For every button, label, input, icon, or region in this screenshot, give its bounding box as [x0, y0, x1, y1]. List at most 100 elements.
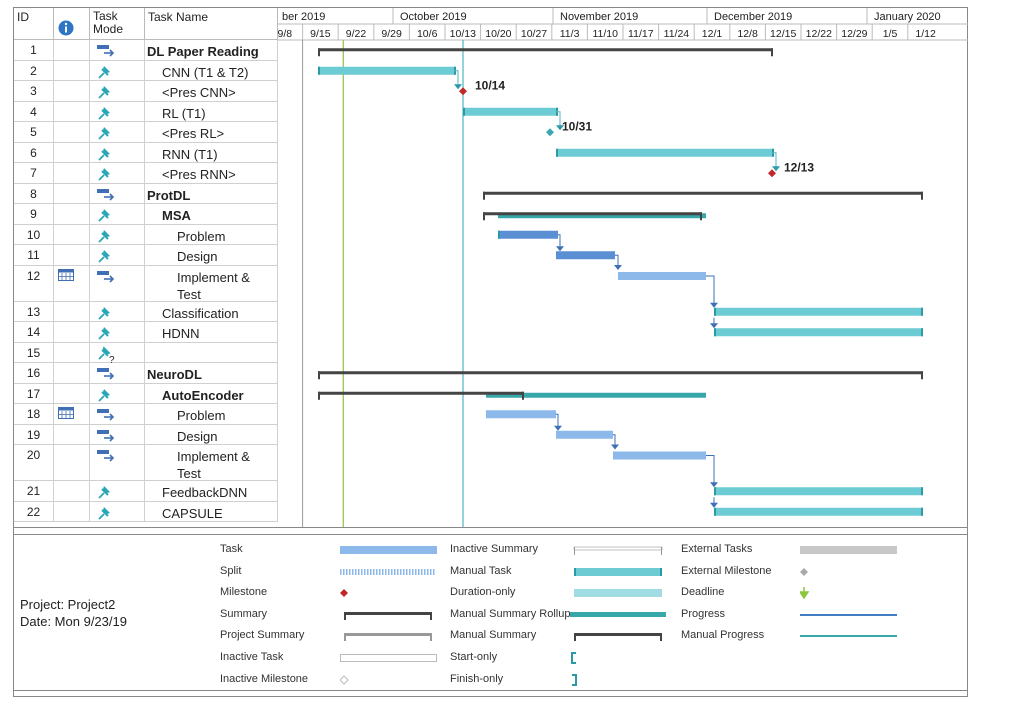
task-row[interactable]: 8 ProtDL: [14, 183, 278, 204]
task-id: 9: [14, 204, 54, 224]
task-name[interactable]: HDNN: [145, 322, 278, 342]
legend-external-milestone-swatch: [800, 568, 808, 576]
task-name[interactable]: AutoEncoder: [145, 383, 278, 403]
week-label: 10/6: [417, 28, 438, 40]
task-row[interactable]: 3<Pres CNN>: [14, 81, 278, 102]
summary-line: [318, 371, 923, 375]
summary-line: [483, 191, 923, 195]
manual-pin-icon: [98, 486, 110, 499]
task-row[interactable]: 18 Problem: [14, 404, 278, 425]
header-name-label: Task Name: [148, 10, 209, 24]
link-arrow: [556, 246, 564, 252]
task-name[interactable]: NeuroDL: [145, 363, 278, 383]
task-mode: [90, 40, 145, 60]
auto-schedule-icon: [97, 450, 115, 462]
summary-start-cap: [483, 212, 485, 221]
auto-schedule-icon: [97, 368, 115, 380]
auto-schedule-icon: [97, 429, 115, 442]
week-label: 1/5: [883, 28, 898, 40]
header-task-name[interactable]: Task Name: [145, 8, 278, 40]
legend-finish-only-swatch: [572, 674, 577, 686]
week-label: 11/17: [628, 28, 654, 40]
task-name[interactable]: Problem: [145, 404, 278, 424]
week-label: 12/22: [806, 28, 832, 40]
task-name[interactable]: RL (T1): [145, 101, 278, 121]
header-info[interactable]: [54, 8, 90, 40]
bar-msa-implement: [618, 272, 706, 280]
task-name[interactable]: [145, 342, 278, 362]
link-path: [454, 70, 459, 86]
task-mode: [90, 445, 145, 480]
summary-end-cap: [921, 191, 923, 200]
task-indicator: [54, 245, 90, 265]
task-name[interactable]: Design: [145, 424, 278, 444]
task-name[interactable]: Problem: [145, 224, 278, 244]
legend-deadline-swatch: [800, 587, 810, 599]
task-name[interactable]: CNN (T1 & T2): [145, 60, 278, 80]
bar-fill: [463, 107, 558, 116]
task-id: 8: [14, 183, 54, 203]
dependency-link: [614, 254, 622, 270]
task-id: 22: [14, 501, 54, 521]
bar-start-edge: [714, 507, 716, 516]
legend-manual-summary-rollup-swatch: [570, 612, 666, 617]
dependency-link: [772, 152, 780, 172]
task-name[interactable]: CAPSULE: [145, 501, 278, 521]
link-arrow: [710, 323, 718, 329]
task-row[interactable]: 9 MSA: [14, 204, 278, 225]
manual-summary-rollup-autoencoder: [486, 392, 706, 398]
task-name[interactable]: MSA: [145, 204, 278, 224]
link-arrow: [454, 84, 462, 90]
task-id: 18: [14, 404, 54, 424]
legend-label: Start-only: [450, 651, 498, 663]
bar-start-edge: [714, 487, 716, 496]
manual-pin-icon: [98, 506, 110, 520]
task-row[interactable]: 7<Pres RNN>: [14, 163, 278, 184]
task-name[interactable]: <Pres RL>: [145, 122, 278, 142]
task-mode: [90, 301, 145, 321]
task-name[interactable]: ProtDL: [145, 183, 278, 203]
task-row[interactable]: 22 CAPSULE: [14, 501, 278, 522]
header-task-mode[interactable]: Task Mode: [90, 8, 145, 40]
week-label: 12/8: [737, 28, 758, 40]
link-arrow: [554, 425, 562, 431]
manual-pin-icon: [98, 209, 110, 222]
header-id[interactable]: ID: [14, 8, 54, 40]
task-name[interactable]: FeedbackDNN: [145, 481, 278, 501]
legend-label: Inactive Milestone: [220, 673, 309, 685]
bar-fill: [714, 307, 923, 316]
task-name[interactable]: Design: [145, 245, 278, 265]
task-name[interactable]: Implement & Test: [145, 265, 278, 302]
legend-label: Summary: [220, 608, 268, 620]
task-indicator: [54, 383, 90, 403]
task-row[interactable]: 15?: [14, 342, 278, 364]
task-name[interactable]: DL Paper Reading: [145, 40, 278, 60]
task-name[interactable]: Classification: [145, 301, 278, 321]
legend-label: Manual Progress: [681, 629, 765, 641]
task-name[interactable]: RNN (T1): [145, 142, 278, 162]
task-row[interactable]: 5<Pres RL>: [14, 122, 278, 143]
link-path: [556, 413, 559, 427]
manual-pin-icon: [98, 127, 110, 140]
milestone-label: 10/14: [475, 78, 505, 92]
summary-end-cap: [921, 371, 923, 380]
task-name[interactable]: <Pres RNN>: [145, 163, 278, 183]
task-indicator: [54, 60, 90, 80]
task-name[interactable]: Implement & Test: [145, 445, 278, 481]
task-name[interactable]: <Pres CNN>: [145, 81, 278, 101]
task-indicator: [54, 342, 90, 362]
